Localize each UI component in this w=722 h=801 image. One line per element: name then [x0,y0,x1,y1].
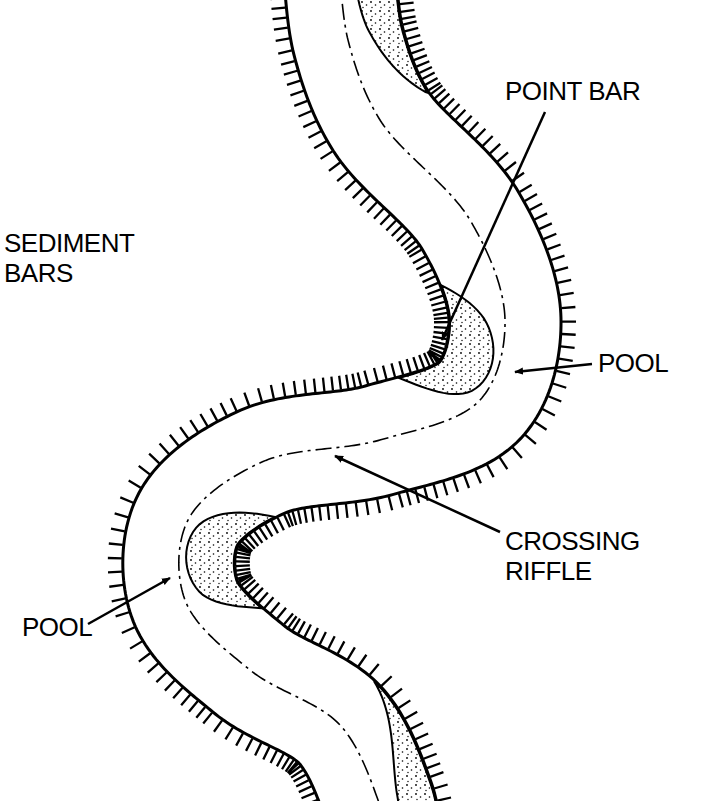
river-bank [235,0,561,801]
feature-label: POOL [22,612,132,642]
bank-hatching [236,0,576,801]
feature-label: POOL [598,348,708,378]
group-label: SEDIMENT BARS [4,228,164,288]
point-bar [355,0,428,93]
leader-line [442,112,545,340]
feature-label: CROSSING RIFFLE [505,526,675,586]
leader-line [515,364,592,372]
leader-line [88,578,170,624]
bank-hatching [108,0,448,801]
meandering-channel [108,0,576,801]
point-bar [374,681,439,801]
feature-label: POINT BAR [505,76,705,106]
leader-line [335,456,500,532]
river-bank [123,0,449,801]
thalweg-line [179,0,505,801]
